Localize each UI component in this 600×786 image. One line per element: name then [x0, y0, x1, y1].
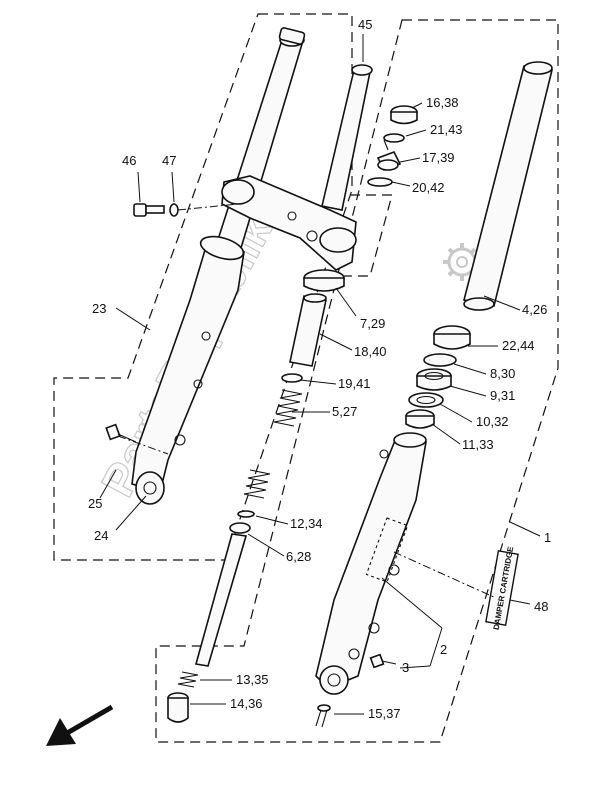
left-axle-hole — [143, 481, 157, 495]
under-bracket-right-clamp — [319, 227, 357, 253]
right-fork-boss — [368, 622, 380, 634]
fork-spring-lower — [243, 469, 271, 499]
right-axle-boss — [319, 665, 349, 695]
label-4-26: 4,26 — [522, 302, 547, 317]
axle-pinch-bolt — [315, 704, 331, 728]
right-fork-assembly — [315, 61, 553, 728]
left-fork-boss — [201, 331, 211, 341]
callout-labels: 45 46 47 16,38 21,43 17,39 20,42 23 4,26… — [88, 17, 551, 721]
slide-metal — [405, 409, 435, 429]
oil-lock-piece — [167, 692, 189, 723]
steering-stem-top — [351, 64, 373, 76]
label-25: 25 — [88, 496, 102, 511]
steering-stem-assembly — [177, 64, 373, 271]
pinch-bolt-washer — [169, 203, 179, 217]
left-outer-tube — [131, 238, 245, 493]
left-fork-group-boundary — [53, 13, 353, 561]
damper-rod — [194, 522, 251, 667]
label-6-28: 6,28 — [286, 549, 311, 564]
label-17-39: 17,39 — [422, 150, 455, 165]
right-drain-bolt — [369, 653, 397, 669]
label-48: 48 — [534, 599, 548, 614]
fork-spring-upper — [273, 389, 303, 427]
decal-centerline — [393, 551, 497, 599]
label-21-43: 21,43 — [430, 122, 463, 137]
label-46: 46 — [122, 153, 136, 168]
label-8-30: 8,30 — [490, 366, 515, 381]
label-7-29: 7,29 — [360, 316, 385, 331]
fitting-washer — [367, 177, 393, 187]
label-13-35: 13,35 — [236, 672, 269, 687]
rebound-spring — [177, 671, 199, 688]
front-direction-arrow-icon — [46, 704, 114, 746]
left-axle-boss — [135, 471, 165, 505]
label-23: 23 — [92, 301, 106, 316]
label-20-42: 20,42 — [412, 180, 445, 195]
pinch-bolt — [133, 203, 165, 217]
left-fork-boss — [174, 434, 186, 446]
bracket-bolt-hole — [287, 211, 297, 221]
leader-lines — [99, 34, 541, 715]
label-15-37: 15,37 — [368, 706, 401, 721]
left-cap-bolt — [278, 27, 306, 45]
right-inner-tube — [463, 65, 553, 307]
left-outer-tube-top — [199, 235, 245, 261]
right-inner-tube-top — [523, 61, 553, 75]
left-drain-bolt — [105, 423, 137, 443]
steering-group-boundary — [334, 194, 393, 277]
label-2: 2 — [440, 642, 447, 657]
right-fork-boss — [348, 648, 360, 660]
decal-position-marker — [365, 517, 409, 583]
right-fork-boss — [379, 449, 389, 459]
label-9-31: 9,31 — [490, 388, 515, 403]
label-16-38: 16,38 — [426, 95, 459, 110]
pinch-bolt-centerline — [177, 203, 239, 211]
adjuster-fitting — [376, 139, 402, 172]
steering-stem-shaft — [321, 69, 371, 211]
left-fork-boss — [193, 379, 203, 389]
oil-seal — [416, 368, 452, 391]
label-14-36: 14,36 — [230, 696, 263, 711]
label-45: 45 — [358, 17, 372, 32]
left-fork-assembly — [105, 27, 306, 505]
retaining-clip — [423, 353, 457, 367]
spring-seat — [281, 373, 303, 383]
bracket-bolt-hole — [306, 230, 318, 242]
label-5-27: 5,27 — [332, 404, 357, 419]
right-fork-boss — [388, 564, 400, 576]
under-bracket-left-clamp — [221, 179, 255, 205]
spacer-collar — [303, 269, 345, 292]
right-axle-hole — [327, 673, 341, 687]
right-outer-tube-top — [393, 432, 427, 448]
damper-sleeve-top — [303, 293, 327, 303]
label-10-32: 10,32 — [476, 414, 509, 429]
seal-washer — [408, 392, 444, 408]
label-24: 24 — [94, 528, 108, 543]
label-22-44: 22,44 — [502, 338, 535, 353]
right-inner-tube-bottom — [463, 297, 495, 311]
label-1: 1 — [544, 530, 551, 545]
damper-sleeve — [289, 295, 327, 367]
label-47: 47 — [162, 153, 176, 168]
o-ring — [383, 133, 405, 143]
left-bolt-centerline — [117, 435, 169, 455]
label-11-33: 11,33 — [462, 437, 494, 452]
label-3: 3 — [402, 660, 409, 675]
label-12-34: 12,34 — [290, 516, 323, 531]
fork-cap-bolt-upper — [390, 105, 418, 125]
damper-decal: DAMPER CARTRIDGE — [485, 545, 519, 631]
label-18-40: 18,40 — [354, 344, 387, 359]
circlip — [237, 510, 255, 518]
right-fork-group-boundary — [155, 19, 559, 743]
label-19-41: 19,41 — [338, 376, 371, 391]
dust-seal — [433, 325, 471, 350]
